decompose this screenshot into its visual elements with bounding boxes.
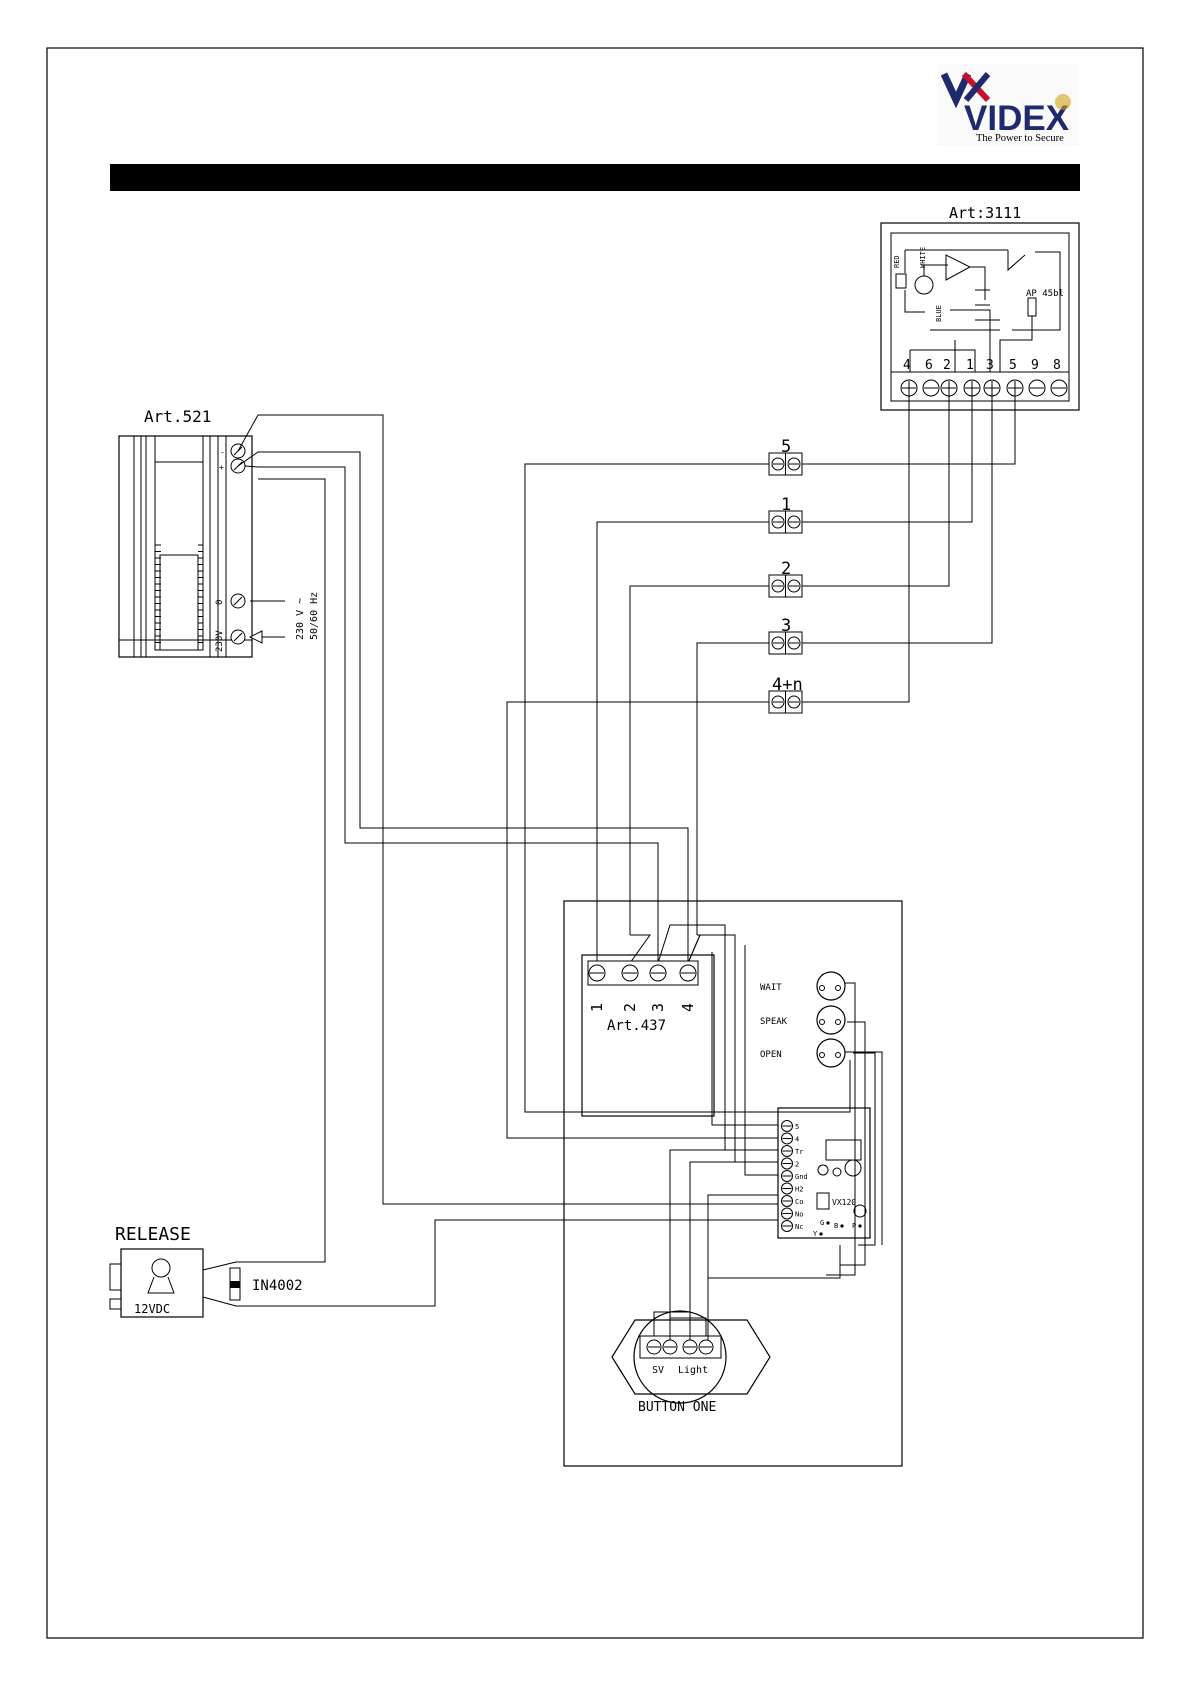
door-station-panel: 1 2 3 4 Art.437 WAIT SPEAK OPEN 5 4Tr 2GndH2CoN…: [564, 901, 902, 1466]
art3111-terminal-label: 5: [1009, 358, 1017, 373]
art3111-terminal-label: 6: [925, 358, 933, 373]
vx120-terminal-label: No: [795, 1211, 803, 1219]
wires: [236, 381, 1015, 1350]
art3111-part: AP 45bl: [1026, 289, 1064, 299]
vx120-terminal-label: H2: [795, 1186, 803, 1194]
indicator-label: WAIT: [760, 983, 782, 993]
art3111-terminal-label: 8: [1053, 358, 1061, 373]
lamp-pin: [836, 1053, 841, 1058]
vx120-terminal-label: Nc: [795, 1223, 803, 1231]
art437-terminal-label: 4: [679, 1003, 697, 1012]
art521-mains-voltage: 230 V ~: [295, 598, 306, 640]
vx120-led-pin: [858, 1224, 861, 1227]
button-one-terminals: [647, 1340, 713, 1354]
art3111-terminal-label: 1: [966, 358, 974, 373]
art3111-label: Art:3111: [949, 204, 1021, 222]
vx120-led-pin: [819, 1232, 822, 1235]
lamp-pin: [836, 986, 841, 991]
indicator-lamps: WAIT SPEAK OPEN: [760, 972, 845, 1067]
vx120-led-label: Y: [813, 1230, 818, 1238]
vx120-terminal-label: 2: [795, 1161, 799, 1169]
art3111-terminal-label: 9: [1031, 358, 1039, 373]
logo-tagline: The Power to Secure: [976, 133, 1064, 144]
art437-terminal-label: 1: [588, 1003, 606, 1012]
art3111-panel: Art:3111 RED WHITE BLUE AP 45bl: [881, 204, 1079, 410]
button-one-label: BUTTON ONE: [638, 1400, 716, 1415]
indicator-label: SPEAK: [760, 1017, 788, 1027]
art521-vent-ticks: [155, 545, 203, 643]
art3111-white: WHITE: [919, 247, 927, 268]
release-voltage: 12VDC: [134, 1302, 170, 1316]
vx120-label: VX120: [832, 1198, 856, 1207]
diode-label: IN4002: [252, 1278, 303, 1294]
vx120-led-labels: YG B P: [813, 1219, 862, 1238]
art521-mains-frequency: 50/60 Hz: [309, 592, 320, 640]
art521-power-supply: Art.521 - + 0 230V 230 V ~ 50/60 Hz: [119, 407, 320, 657]
lamp-pin: [820, 986, 825, 991]
lamp-pin: [820, 1020, 825, 1025]
art521-terminal-plus-label: +: [219, 463, 224, 472]
vx120-terminal-label: 5: [795, 1123, 799, 1131]
art3111-blue: BLUE: [935, 305, 943, 322]
vx120-led-pin: [840, 1224, 843, 1227]
lamp-pin: [820, 1053, 825, 1058]
title-bar: [110, 164, 1080, 191]
art437-terminal-label: 3: [649, 1003, 667, 1012]
vx120-terminal-label: Tr: [795, 1148, 803, 1156]
keyhole-icon: [152, 1259, 170, 1277]
button-light-label: Light: [678, 1365, 708, 1376]
vx120-terminal-label: Gnd: [795, 1173, 808, 1181]
videx-logo: VIDEX The Power to Secure: [938, 64, 1078, 146]
vx120-led-label: G: [820, 1219, 824, 1227]
art3111-terminal-label: 3: [986, 358, 994, 373]
vx120-terminal-label: 4: [795, 1136, 799, 1144]
button-sv-label: SV: [652, 1365, 664, 1376]
art521-0-label: 0: [215, 600, 225, 605]
art437-label: Art.437: [607, 1018, 666, 1034]
art3111-terminal-label: 4: [903, 358, 911, 373]
indicator-label: OPEN: [760, 1050, 782, 1060]
art521-label: Art.521: [144, 407, 211, 426]
release-lock: RELEASE 12VDC IN4002: [110, 1224, 303, 1317]
art3111-red: RED: [893, 255, 901, 268]
art437-terminal-label: 2: [621, 1003, 639, 1012]
art3111-terminal-label: 2: [943, 358, 951, 373]
art521-230v-label: 230V: [215, 630, 225, 652]
release-title: RELEASE: [115, 1224, 191, 1245]
art521-terminal-minus-label: -: [220, 448, 225, 457]
button-one-plate: [612, 1320, 770, 1394]
vx120-led-pin: [826, 1221, 829, 1224]
vx120-led-label: B: [834, 1222, 838, 1230]
vx120-led-label: P: [852, 1222, 856, 1230]
vx120-terminal-label: Co: [795, 1198, 803, 1206]
lamp-pin: [836, 1020, 841, 1025]
